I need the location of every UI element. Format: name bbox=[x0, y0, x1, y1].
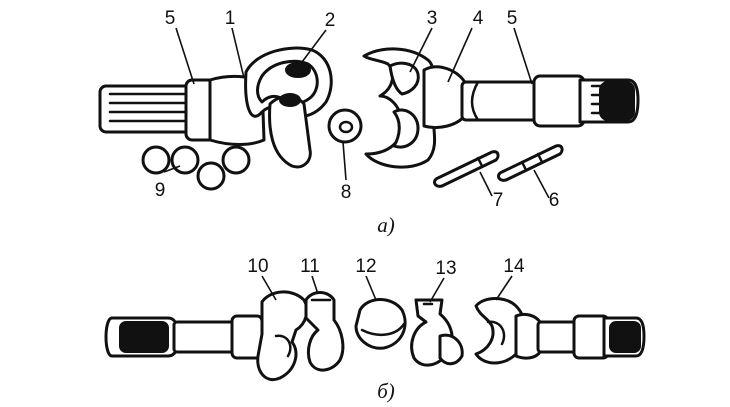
center-ball-8 bbox=[327, 108, 363, 144]
shaft-4 bbox=[422, 65, 540, 129]
caption-a: а) bbox=[377, 213, 395, 237]
label-6: 6 bbox=[549, 190, 560, 211]
label-3: 3 bbox=[427, 8, 438, 29]
left-splined-shaft bbox=[98, 78, 218, 142]
label-4: 4 bbox=[473, 8, 484, 29]
label-10: 10 bbox=[247, 256, 268, 277]
label-2: 2 bbox=[325, 10, 336, 31]
label-9: 9 bbox=[155, 180, 166, 201]
right-splined-shaft bbox=[532, 74, 640, 128]
part-14 bbox=[474, 297, 527, 365]
ball-12 bbox=[354, 298, 407, 350]
right-shaft-b bbox=[514, 312, 646, 360]
part-13 bbox=[410, 298, 464, 367]
fork-1 bbox=[208, 46, 333, 169]
label-8: 8 bbox=[341, 182, 352, 203]
part-11 bbox=[304, 291, 345, 372]
part-10 bbox=[256, 290, 309, 381]
label-13: 13 bbox=[435, 258, 456, 279]
label-11: 11 bbox=[300, 256, 320, 277]
leader-lines-a bbox=[163, 27, 550, 199]
label-5-left: 5 bbox=[165, 8, 176, 29]
label-14: 14 bbox=[503, 256, 525, 277]
caption-b: б) bbox=[377, 379, 395, 403]
label-7: 7 bbox=[493, 190, 504, 211]
pin-7 bbox=[433, 150, 500, 188]
balls-9 bbox=[141, 145, 251, 191]
leader-lines-b bbox=[261, 275, 513, 303]
label-5-right: 5 bbox=[507, 8, 518, 29]
pin-6 bbox=[497, 144, 564, 182]
left-shaft-b bbox=[104, 314, 264, 360]
label-12: 12 bbox=[355, 256, 376, 277]
label-1: 1 bbox=[225, 8, 236, 29]
